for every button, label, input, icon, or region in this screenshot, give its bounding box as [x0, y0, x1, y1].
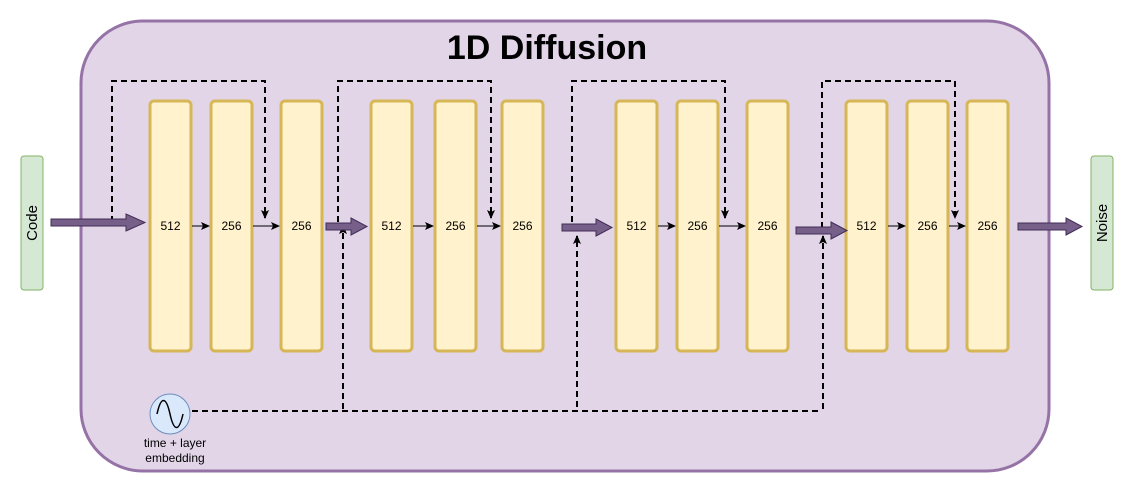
block-1-2-label: 256 [221, 219, 241, 233]
block-2-1 [369, 99, 414, 353]
noise-output-label: Noise [1094, 204, 1111, 242]
block-2-2-label: 256 [445, 219, 465, 233]
skip-connections [111, 80, 959, 228]
code-input-box [20, 155, 44, 291]
flow-arrow-s2-s3 [561, 218, 614, 237]
skip-3 [571, 80, 729, 222]
sine-wave-icon [156, 399, 184, 429]
block-4-2-label: 256 [917, 219, 937, 233]
flow-arrow-output [1017, 217, 1084, 236]
block-1-3 [279, 99, 324, 353]
block-3-3-label: 256 [757, 219, 777, 233]
block-3-1-label: 512 [626, 219, 646, 233]
block-1-1-label: 512 [160, 219, 180, 233]
noise-output-box [1090, 155, 1114, 291]
block-3-1 [614, 99, 659, 353]
stage-1: 512 256 256 [148, 99, 324, 353]
stage-4: 512 256 256 [844, 99, 1010, 353]
flow-arrow-s3-s4 [795, 221, 849, 240]
flow-arrow-input [50, 213, 147, 232]
block-4-2 [905, 99, 950, 353]
embedding-label-line2: embedding [145, 451, 204, 465]
embedding-label-line1: time + layer [144, 436, 206, 450]
code-input-label: Code [24, 205, 41, 241]
flow-arrow-s1-s2 [325, 217, 369, 236]
block-4-1 [844, 99, 889, 353]
embedding-connections [192, 225, 827, 412]
block-4-3-label: 256 [977, 219, 997, 233]
block-2-3 [500, 99, 545, 353]
block-3-2-label: 256 [687, 219, 707, 233]
block-3-3 [745, 99, 790, 353]
block-2-2 [433, 99, 478, 353]
block-4-1-label: 512 [856, 219, 876, 233]
flow-arrows [50, 213, 1084, 240]
diagram-title: 1D Diffusion [447, 29, 647, 67]
skip-4 [821, 80, 959, 228]
block-1-2 [209, 99, 254, 353]
skip-2 [337, 80, 495, 222]
block-1-1 [148, 99, 193, 353]
block-4-3 [965, 99, 1010, 353]
block-1-3-label: 256 [291, 219, 311, 233]
block-2-1-label: 512 [381, 219, 401, 233]
block-3-2 [675, 99, 720, 353]
skip-1 [111, 80, 269, 222]
block-2-3-label: 256 [512, 219, 532, 233]
stage-2: 512 256 256 [369, 99, 545, 353]
stage-3: 512 256 256 [614, 99, 790, 353]
